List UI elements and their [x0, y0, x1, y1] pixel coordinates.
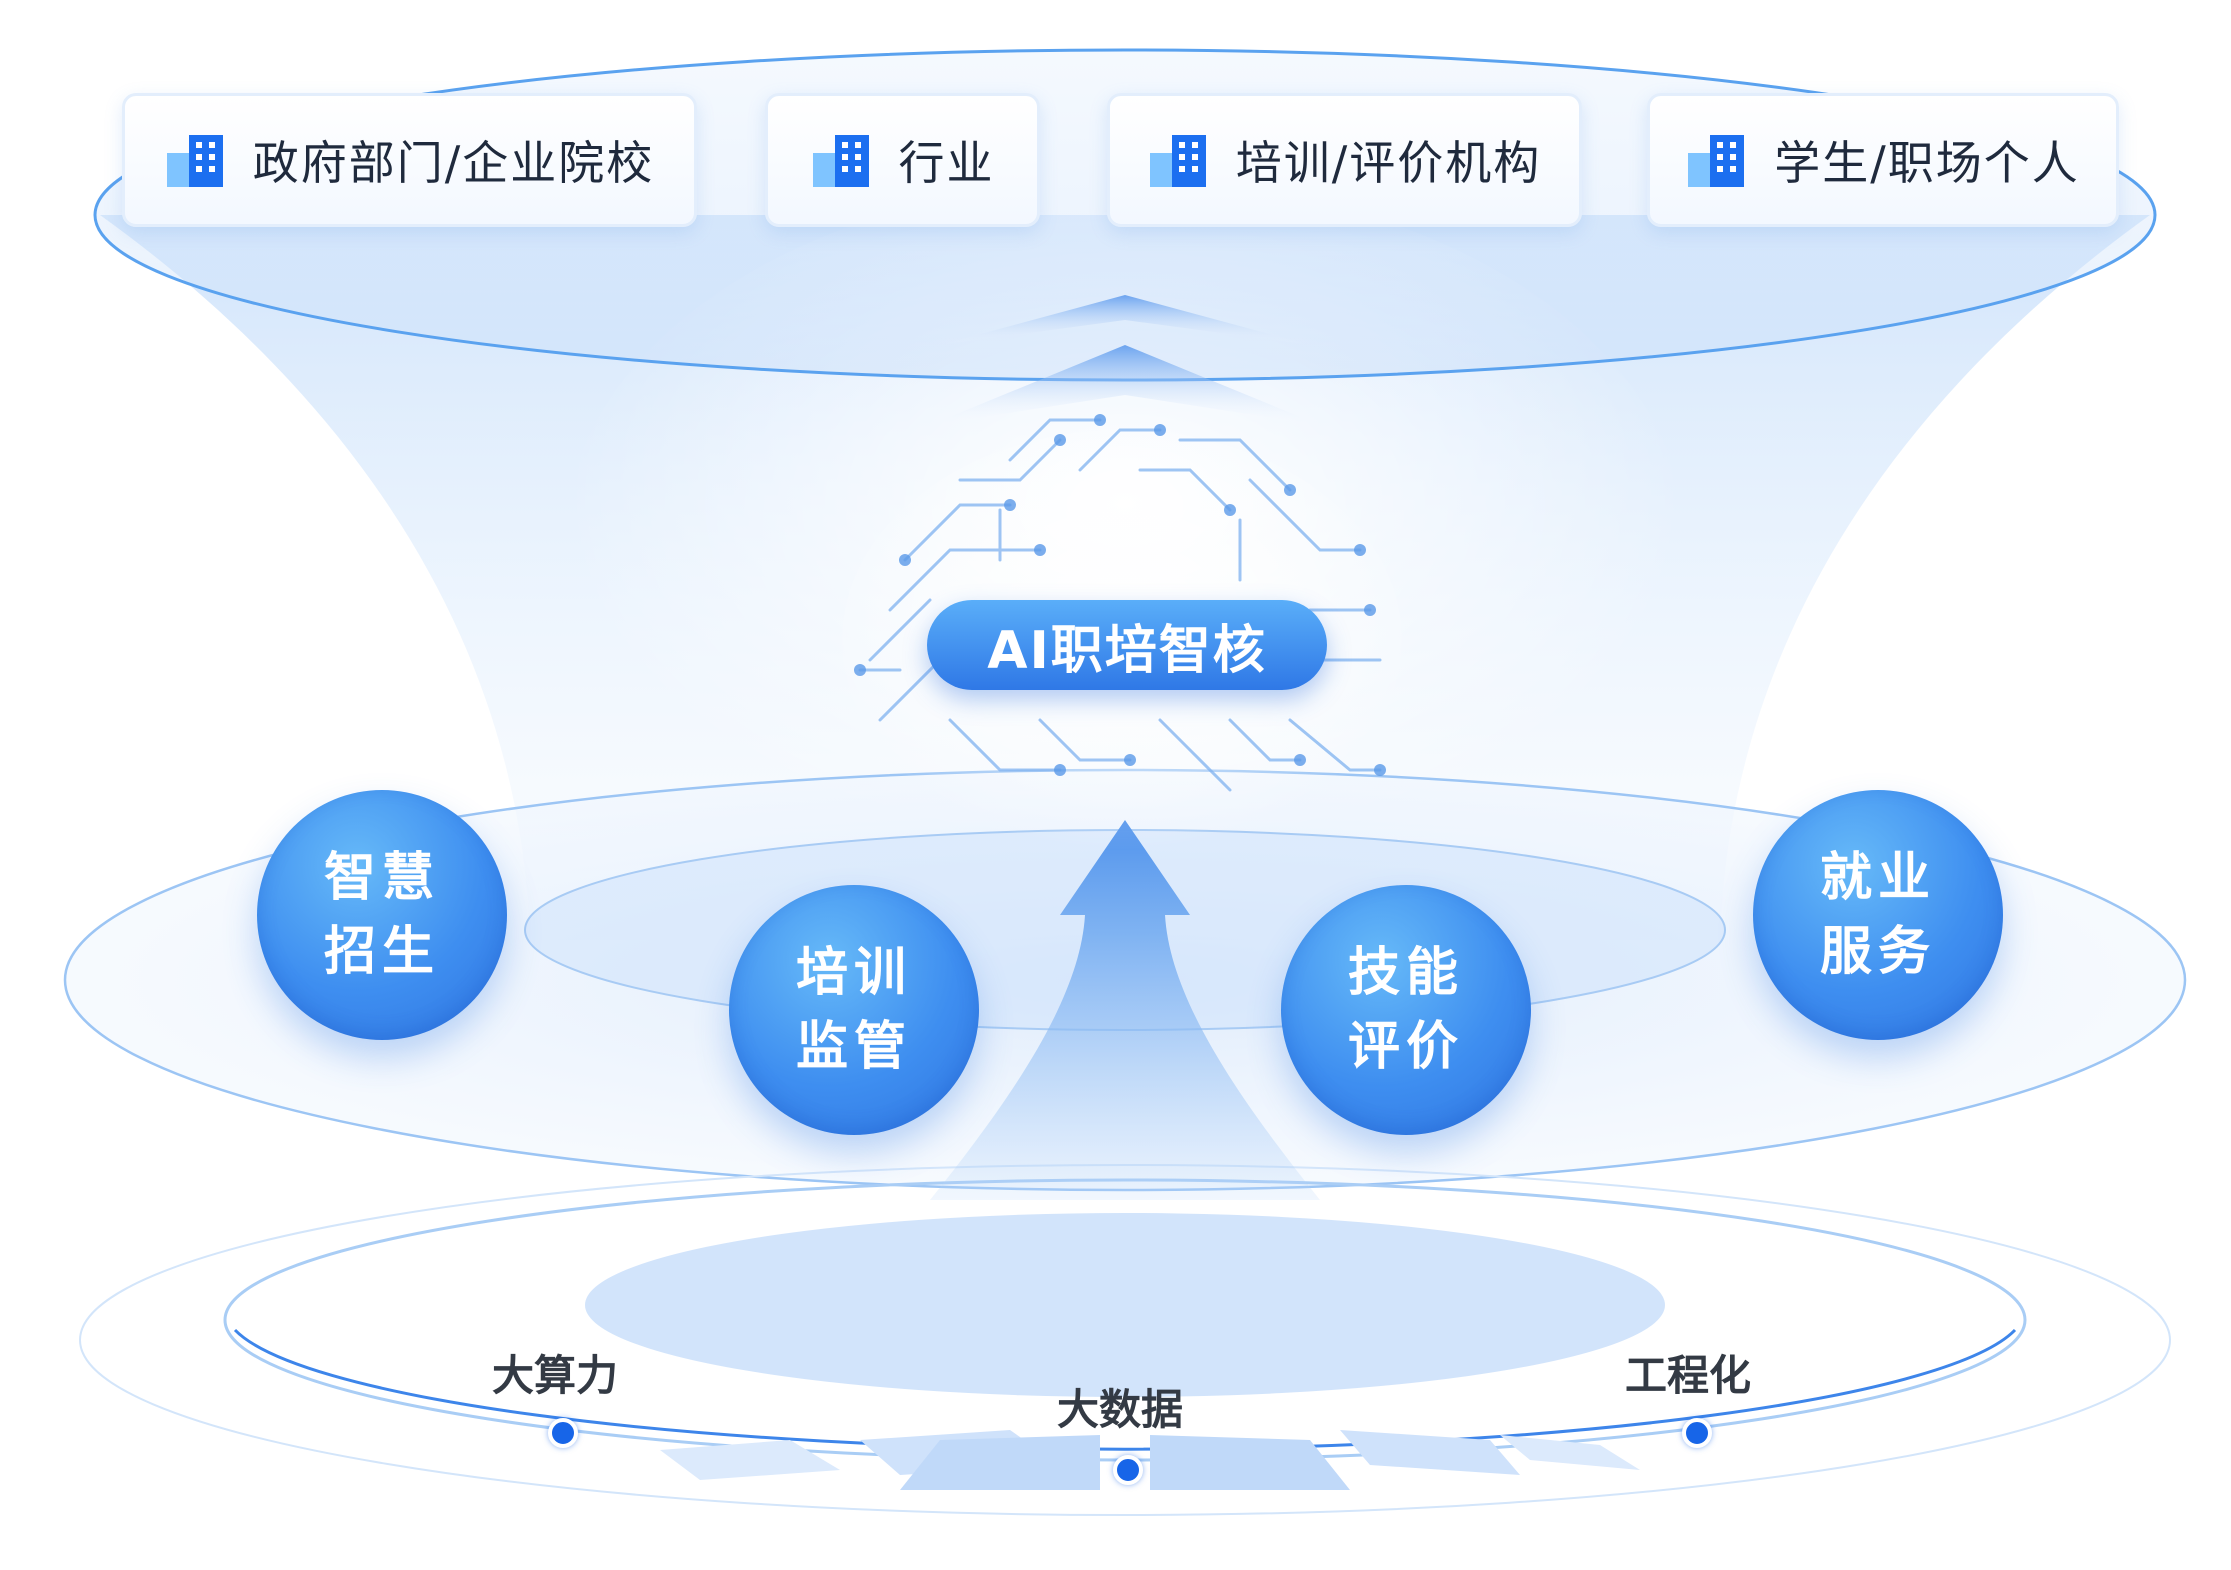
- service-label: 技能评价: [1347, 943, 1464, 1077]
- foundation-label-big-data: 大数据: [1057, 1385, 1184, 1434]
- service-label: 培训监管: [795, 943, 912, 1077]
- foundation-label-computing: 大算力: [492, 1351, 619, 1400]
- service-label: 就业服务: [1819, 848, 1936, 982]
- top-card-label: 行业: [898, 136, 995, 190]
- service-label: 智慧招生: [323, 848, 440, 982]
- top-card-training-institutions: 培训/评价机构: [1107, 93, 1582, 227]
- top-card-label: 政府部门/企业院校: [252, 136, 655, 190]
- service-circle-training-supervision: 培训监管: [729, 885, 979, 1135]
- foundation-dot: [1682, 1418, 1712, 1448]
- top-card-label: 培训/评价机构: [1235, 136, 1542, 190]
- building-icon: [1688, 135, 1745, 187]
- top-card-label: 学生/职场个人: [1774, 136, 2080, 190]
- service-circle-smart-enrollment: 智慧招生: [257, 790, 507, 1040]
- service-circle-employment-service: 就业服务: [1753, 790, 2003, 1040]
- building-icon: [1149, 135, 1206, 187]
- foundation-label-engineering: 工程化: [1625, 1351, 1752, 1400]
- top-card-students-individuals: 学生/职场个人: [1647, 93, 2119, 227]
- ai-core-label: AI职培智核: [987, 620, 1267, 681]
- foundation-dot: [1113, 1455, 1143, 1485]
- top-card-government-enterprise: 政府部门/企业院校: [122, 93, 697, 227]
- building-icon: [812, 135, 869, 187]
- foundation-dot: [548, 1418, 578, 1448]
- building-icon: [166, 135, 223, 187]
- ai-core-badge: AI职培智核: [927, 600, 1327, 690]
- service-circle-skill-evaluation: 技能评价: [1281, 885, 1531, 1135]
- top-card-industry: 行业: [765, 93, 1040, 227]
